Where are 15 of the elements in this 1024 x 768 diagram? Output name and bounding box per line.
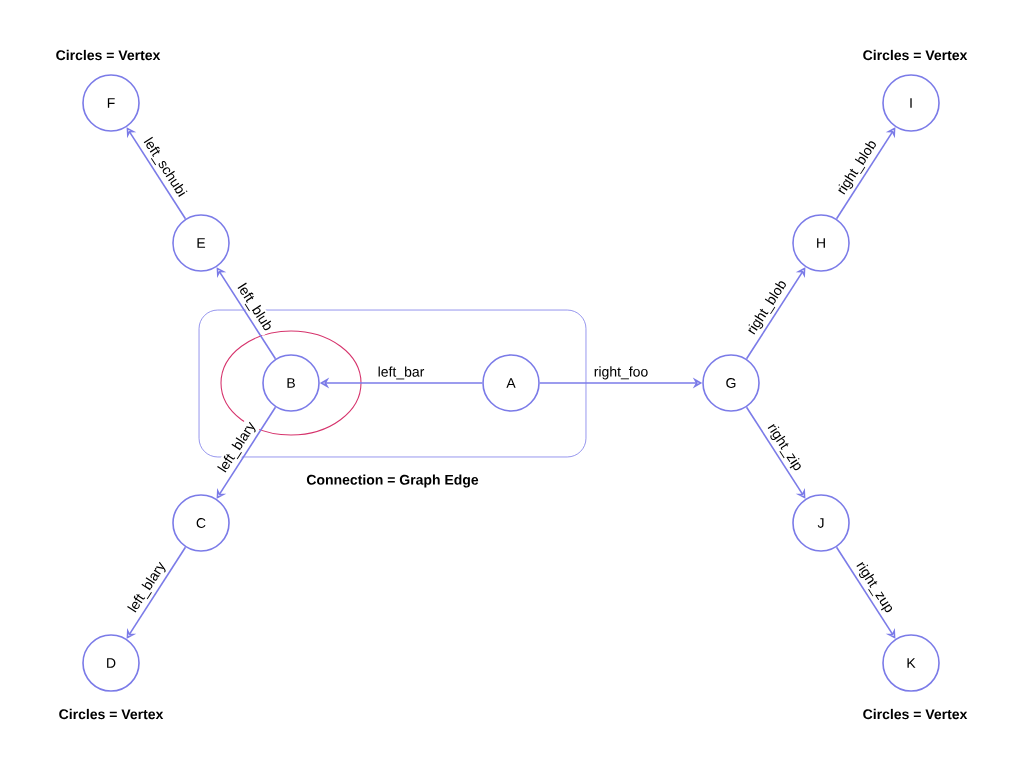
arrow xyxy=(216,267,277,360)
caption-text: Circles = Vertex xyxy=(863,708,968,720)
caption-text: Circles = Vertex xyxy=(59,708,164,720)
arrow xyxy=(216,406,277,499)
arrow xyxy=(126,546,187,639)
arrow xyxy=(126,127,187,220)
edge-label: right_foo xyxy=(591,364,651,382)
arrow xyxy=(745,406,806,499)
arrow xyxy=(745,267,806,360)
caption-text: Circles = Vertex xyxy=(863,49,968,61)
edge-label: left_bar xyxy=(375,364,427,382)
node-label: Connection = Graph Edge xyxy=(306,474,479,488)
arrow xyxy=(835,546,896,639)
caption-text: Circles = Vertex xyxy=(56,49,161,61)
arrow xyxy=(835,127,896,220)
